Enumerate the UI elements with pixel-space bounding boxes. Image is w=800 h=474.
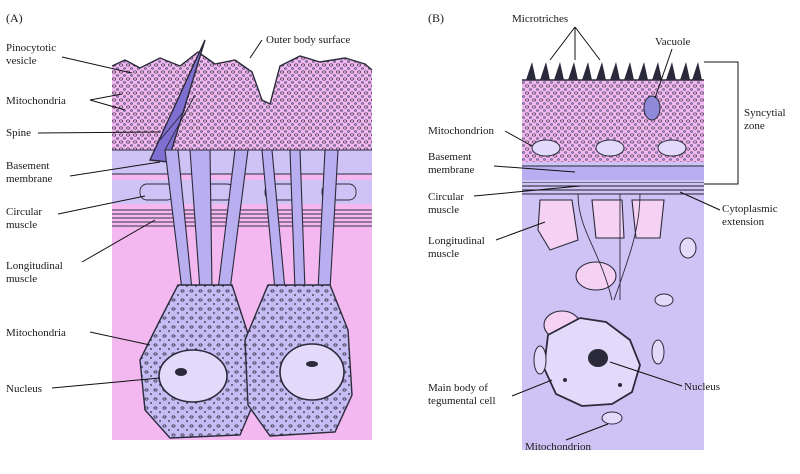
panel-a-cytoplasmic-strands — [164, 149, 339, 291]
panel-b-apical-mitochondria — [531, 139, 687, 157]
panel-b-circular-muscle — [522, 182, 704, 194]
label-vacuole: Vacuole — [655, 36, 691, 48]
panel-a-nucleus-right — [279, 343, 345, 401]
panel-b: (B) — [428, 11, 786, 453]
label-circular-b: Circular — [428, 191, 464, 203]
label-longitudinal-muscle-a: muscle — [6, 273, 37, 285]
label-nucleus-b: Nucleus — [684, 381, 720, 393]
panel-b-letter: (B) — [428, 11, 444, 25]
label-mitochondria-top: Mitochondria — [6, 95, 66, 107]
label-mitochondria-bottom: Mitochondria — [6, 327, 66, 339]
label-extension: extension — [722, 216, 765, 228]
panel-b-nucleus — [588, 349, 608, 367]
label-microtriches: Microtriches — [512, 13, 568, 25]
label-cytoplasmic: Cytoplasmic — [722, 203, 778, 215]
panel-a-labels: Pinocytotic vesicle Mitochondria Spine B… — [6, 34, 350, 395]
panel-b-basal-mitochondria — [533, 237, 697, 425]
panel-a: (A) — [6, 11, 373, 440]
label-circular-muscle-b: muscle — [428, 204, 459, 216]
panel-b-vacuole — [643, 95, 661, 121]
label-mitochondrion-top: Mitochondrion — [428, 125, 494, 137]
label-longitudinal-b: Longitudinal — [428, 235, 485, 247]
label-circular-muscle-a: muscle — [6, 219, 37, 231]
panel-b-cytoplasmic-extensions — [577, 193, 641, 301]
label-nucleus-a: Nucleus — [6, 383, 42, 395]
label-circular-a: Circular — [6, 206, 42, 218]
panel-a-syncytium — [112, 52, 372, 150]
label-membrane-a: membrane — [6, 173, 53, 185]
label-syncytial: Syncytial — [744, 107, 786, 119]
label-tegumental-cell: tegumental cell — [428, 395, 496, 407]
panel-a-outer-surface — [111, 51, 373, 106]
panel-a-nucleus-left — [158, 349, 228, 403]
label-basement-a: Basement — [6, 160, 49, 172]
label-main-body: Main body of — [428, 382, 488, 394]
panel-b-microtriches — [526, 62, 702, 80]
label-vesicle: vesicle — [6, 55, 37, 67]
label-spine: Spine — [6, 127, 31, 139]
label-outer-body-surface: Outer body surface — [266, 34, 350, 46]
panel-b-labels: Microtriches Vacuole Mitochondrion Syncy… — [428, 13, 786, 453]
label-zone: zone — [744, 120, 765, 132]
panel-a-spine — [148, 39, 206, 163]
label-basement-b: Basement — [428, 151, 471, 163]
syncytial-bracket — [704, 61, 739, 185]
panel-a-letter: (A) — [6, 11, 23, 25]
label-mitochondrion-bottom: Mitochondrion — [525, 441, 591, 453]
label-longitudinal-muscle-b: muscle — [428, 248, 459, 260]
label-membrane-b: membrane — [428, 164, 475, 176]
panel-b-longitudinal-muscle — [537, 199, 665, 340]
label-longitudinal-a: Longitudinal — [6, 260, 63, 272]
label-pinocytotic: Pinocytotic — [6, 42, 56, 54]
